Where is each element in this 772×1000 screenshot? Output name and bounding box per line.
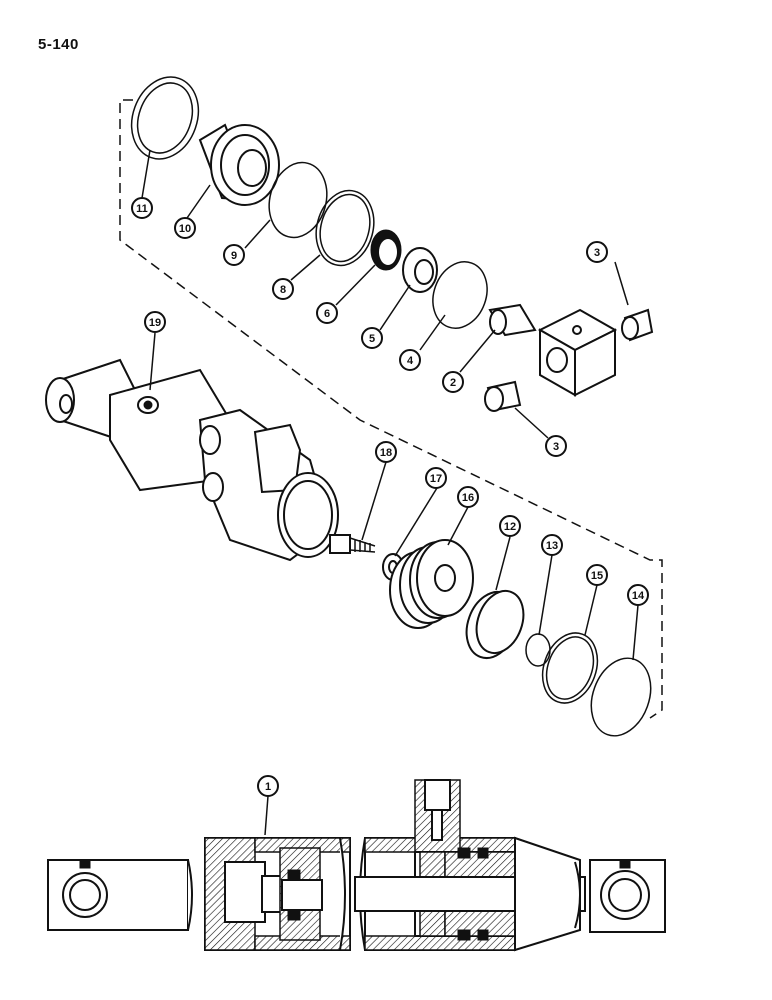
bushing-3-upper [621,308,654,342]
callout-4: 4 [399,349,421,371]
svg-text:3: 3 [553,441,559,453]
bushing-3-lower [484,380,522,412]
svg-text:1: 1 [265,781,271,793]
pin-2 [488,303,537,337]
svg-text:8: 8 [280,284,286,296]
piston-16 [389,539,474,629]
callout-17: 17 [425,467,447,489]
callout-16: 16 [457,486,479,508]
wiper-5 [402,247,438,293]
callout-18: 18 [375,441,397,463]
callout-9: 9 [223,244,245,266]
callout-15: 15 [586,564,608,586]
svg-text:5: 5 [369,333,375,345]
svg-text:16: 16 [462,492,474,504]
callout-10: 10 [174,217,196,239]
clevis-block [537,308,618,397]
svg-text:11: 11 [136,203,148,215]
svg-text:6: 6 [324,308,330,320]
rod-seal-6 [370,229,402,271]
callout-5: 5 [361,327,383,349]
svg-text:12: 12 [504,521,516,533]
callout-6: 6 [316,302,338,324]
svg-text:3: 3 [594,247,600,259]
page-number: 5-140 [38,36,79,53]
piston-seal-15 [541,632,599,704]
svg-text:14: 14 [632,590,645,602]
o-ring-13 [525,633,551,667]
svg-text:2: 2 [450,377,456,389]
callout-8: 8 [272,278,294,300]
snap-ring-4 [432,261,488,329]
callout-3-lower: 3 [545,435,567,457]
svg-text:17: 17 [430,473,442,485]
o-ring-14 [590,657,652,737]
callout-2: 2 [442,371,464,393]
kit-group-outline [119,99,663,719]
leader-lines [141,149,639,836]
backup-ring-8 [315,189,375,267]
callout-12: 12 [499,515,521,537]
callout-11: 11 [131,197,153,219]
svg-text:9: 9 [231,250,237,262]
bolt-18 [329,534,376,554]
callout-1: 1 [257,775,279,797]
svg-text:4: 4 [407,355,414,367]
callout-13: 13 [541,534,563,556]
svg-text:15: 15 [591,570,603,582]
wear-ring-12 [465,590,525,659]
svg-text:13: 13 [546,540,558,552]
gland-10 [198,123,280,206]
o-ring-9 [268,161,328,239]
svg-text:18: 18 [380,447,392,459]
callout-3-upper: 3 [586,241,608,263]
callout-19: 19 [144,311,166,333]
svg-text:10: 10 [179,223,191,235]
callout-14: 14 [627,584,649,606]
assembled-cylinder-section [47,779,666,952]
snap-ring-11 [130,76,200,160]
cylinder-barrel-19 [45,358,339,562]
svg-text:19: 19 [149,317,161,329]
